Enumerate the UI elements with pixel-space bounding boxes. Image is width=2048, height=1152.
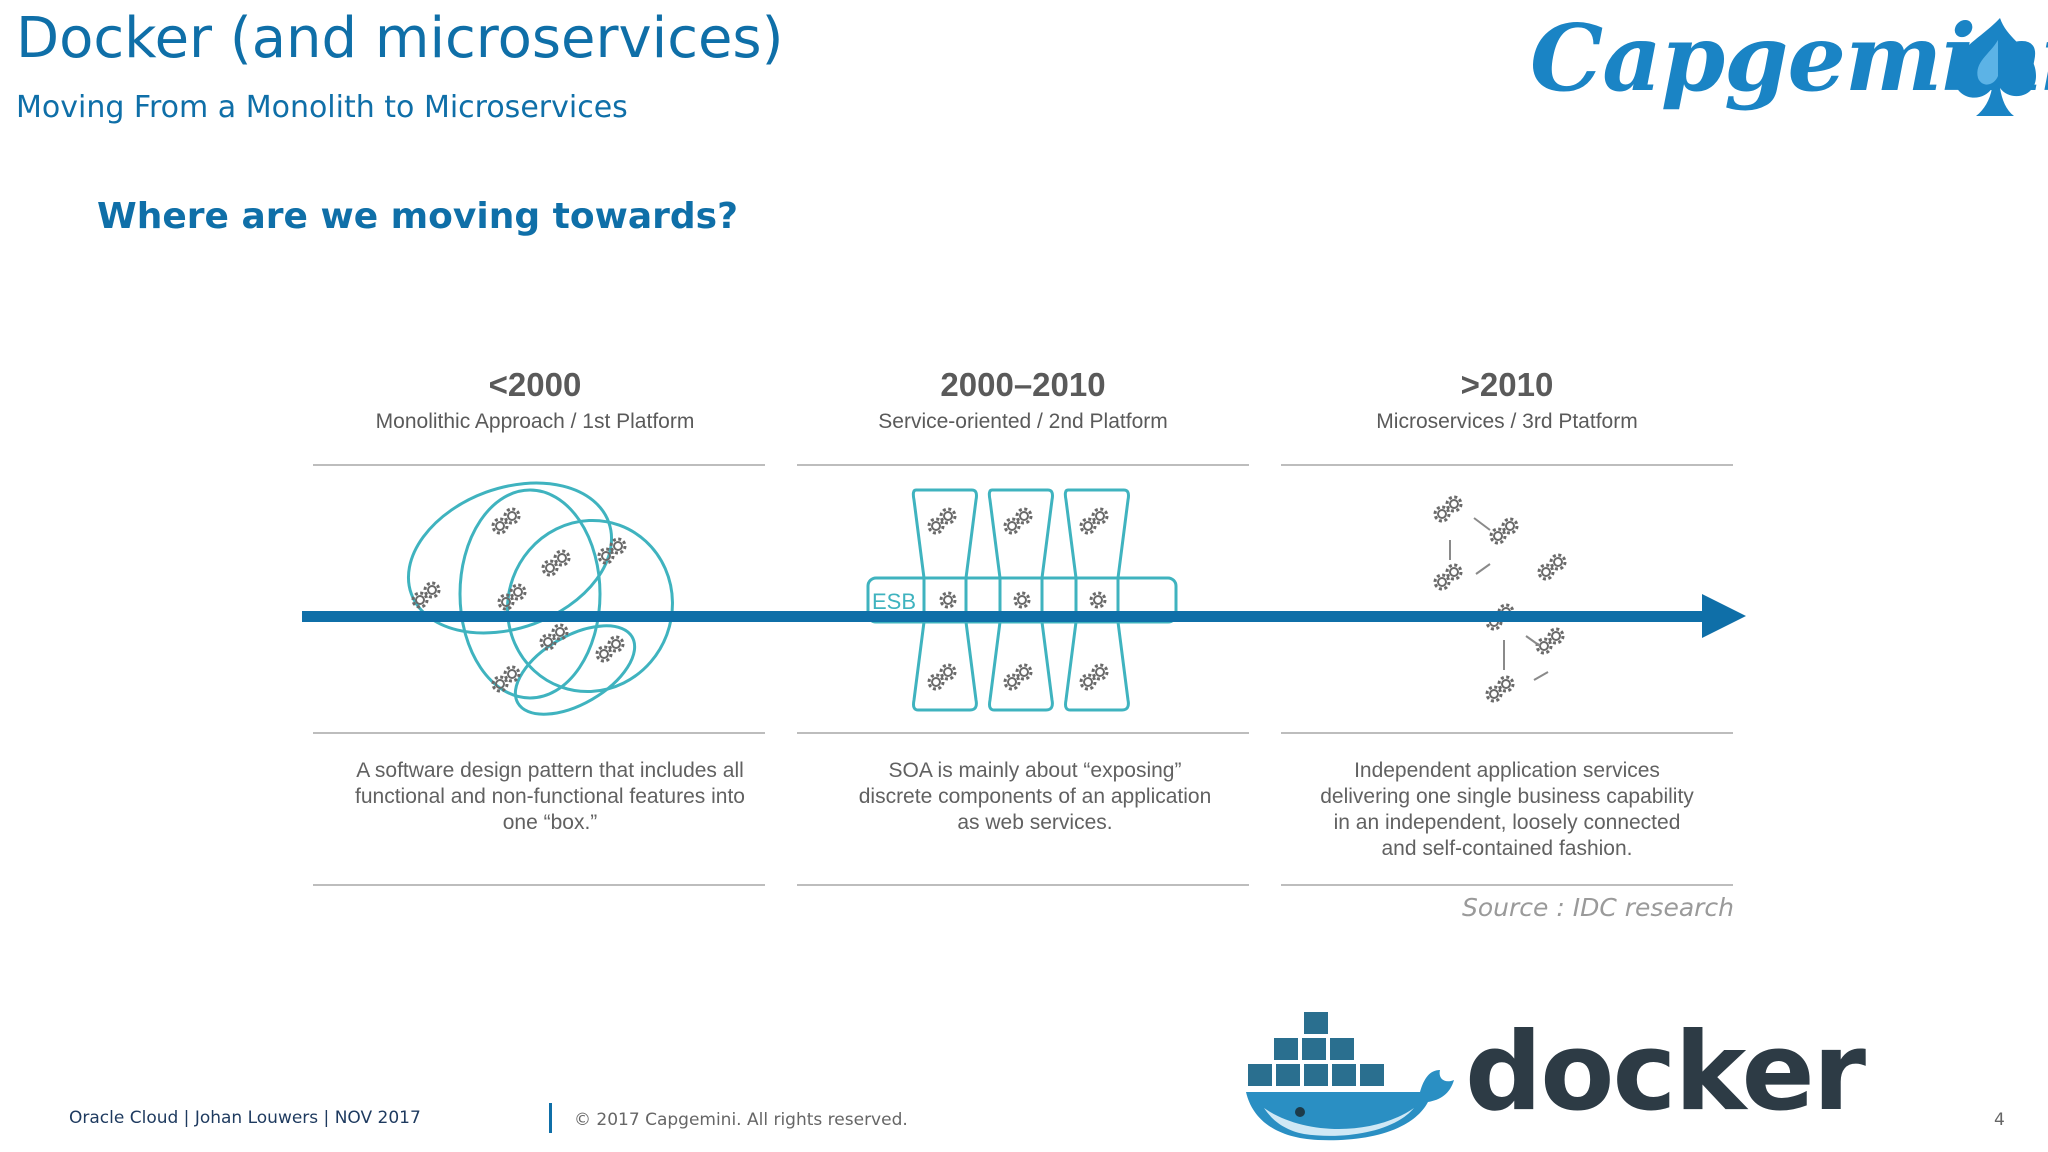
soa-diagram — [866, 488, 1178, 712]
divider — [1281, 884, 1733, 886]
era-year: >2010 — [1460, 366, 1554, 403]
slide-subtitle: Moving From a Monolith to Microservices — [16, 90, 628, 125]
desc-line: as web services. — [957, 811, 1113, 834]
era-year: 2000–2010 — [940, 366, 1106, 403]
slide-title: Docker (and microservices) — [16, 6, 784, 71]
monolith-gears — [413, 509, 625, 691]
microservices-gears — [1435, 497, 1565, 701]
desc-line: and self-contained fashion. — [1381, 837, 1633, 860]
era-description-soa: SOA is mainly about “exposing” discrete … — [809, 758, 1261, 836]
capgemini-logo: Capgemini — [1530, 4, 2048, 124]
divider — [797, 464, 1249, 466]
source-note: Source : IDC research — [1462, 893, 1735, 922]
timeline-arrow — [302, 594, 1746, 638]
era-year: <2000 — [488, 366, 582, 403]
section-question: Where are we moving towards? — [97, 196, 738, 237]
divider — [1281, 464, 1733, 466]
era-platform: Monolithic Approach / 1st Platform — [375, 410, 695, 433]
era-platform: Service-oriented / 2nd Platform — [878, 410, 1168, 433]
microservices-arrows — [1449, 517, 1549, 681]
divider — [313, 464, 765, 466]
era-header-monolith: <2000 Monolithic Approach / 1st Platform — [309, 366, 761, 434]
desc-line: in an independent, loosely connected — [1333, 811, 1681, 834]
soa-gears — [929, 509, 1107, 689]
docker-wordmark: docker — [1465, 1010, 1866, 1135]
desc-line: one “box.” — [502, 811, 598, 834]
desc-line: SOA is mainly about “exposing” — [888, 759, 1182, 782]
desc-line: functional and non-functional features i… — [355, 785, 745, 808]
desc-line: A software design pattern that includes … — [356, 759, 744, 782]
desc-line: Independent application services — [1354, 759, 1660, 782]
spade-icon — [1953, 18, 2036, 116]
esb-label: ESB — [872, 589, 916, 614]
footer-copyright: © 2017 Capgemini. All rights reserved. — [574, 1110, 908, 1130]
footer-divider — [549, 1103, 552, 1133]
monolith-diagram — [406, 481, 674, 716]
era-description-monolith: A software design pattern that includes … — [324, 758, 776, 836]
divider — [1281, 732, 1733, 734]
footer-info: Oracle Cloud | Johan Louwers | NOV 2017 — [69, 1108, 421, 1128]
divider — [313, 732, 765, 734]
divider — [313, 884, 765, 886]
era-header-soa: 2000–2010 Service-oriented / 2nd Platfor… — [797, 366, 1249, 434]
desc-line: delivering one single business capabilit… — [1320, 785, 1694, 808]
desc-line: discrete components of an application — [858, 785, 1212, 808]
era-description-microservices: Independent application services deliver… — [1281, 758, 1733, 862]
page-number: 4 — [1994, 1110, 2005, 1130]
docker-whale-icon — [1246, 1012, 1454, 1141]
divider — [797, 884, 1249, 886]
era-platform: Microservices / 3rd Ptatform — [1376, 410, 1638, 433]
divider — [797, 732, 1249, 734]
era-header-microservices: >2010 Microservices / 3rd Ptatform — [1281, 366, 1733, 434]
